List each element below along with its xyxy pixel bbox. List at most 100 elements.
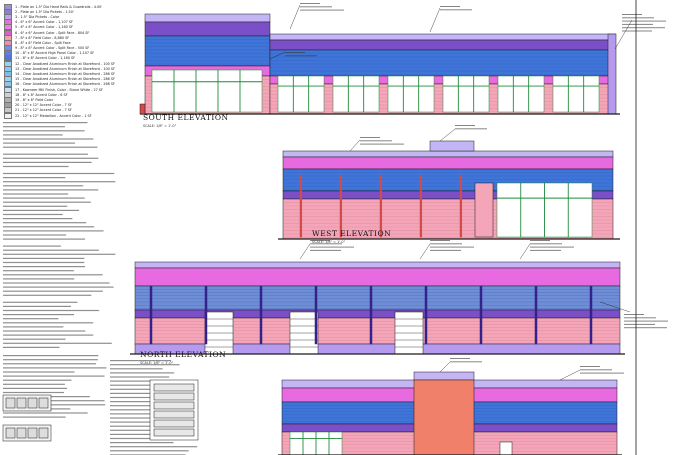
north-callout-text <box>624 327 667 329</box>
south-callout-text <box>440 6 460 7</box>
north-callout-text <box>310 249 341 251</box>
north-callout-text <box>530 243 562 245</box>
east-callout-leader <box>559 369 581 381</box>
legend-row: 22 - 12" x 12" Medallion - Accent Color … <box>4 112 124 119</box>
south-tenant-storefront <box>497 75 545 113</box>
west-magenta-band <box>282 156 614 170</box>
east-callout-text <box>580 369 612 371</box>
north-callout-text <box>530 240 550 241</box>
north-callout-text <box>310 240 330 241</box>
north-callout-leader <box>599 301 631 313</box>
west-callout-text <box>360 140 392 142</box>
cmu-block <box>153 410 195 419</box>
south-callout-text <box>622 23 653 25</box>
north-elevation-scale: SCALE: 1/8" = 1'-0" <box>140 361 174 365</box>
legend-label: 19 - 8" x 8" Field Color <box>15 97 54 102</box>
south-callout-leader <box>269 51 286 60</box>
tower-blue-field <box>144 35 271 67</box>
east-callout-text <box>580 366 600 367</box>
north-callout-text <box>624 320 668 322</box>
legend-label: 13 - Clear Anodized Aluminum Finish at S… <box>15 66 115 71</box>
legend-label: 8 - 8" x 8" Field Color - Split Face <box>15 40 71 45</box>
north-pilaster <box>369 285 373 345</box>
legend-label: 18 - 8" x 8" Accent Color - 6 SF <box>15 92 68 97</box>
north-pilaster <box>589 285 593 345</box>
south-tenant-storefront <box>277 75 325 113</box>
legend-swatch <box>4 112 12 119</box>
cmu-cell <box>27 427 38 439</box>
north-callout-leader <box>519 243 531 260</box>
legend-label: 16 - Clear Anodized Aluminum Finish at S… <box>15 82 115 87</box>
east-callout-text <box>450 361 482 363</box>
cmu-cell <box>5 427 16 439</box>
north-pilaster <box>424 285 428 345</box>
legend-label: 7 - 8" x 8" Field Color - 8,880 SF <box>15 35 70 40</box>
north-callout-text <box>530 249 561 251</box>
south-callout-text <box>622 17 654 19</box>
south-end-pier <box>607 33 617 115</box>
west-callout-text <box>455 128 487 130</box>
cmu-cell <box>27 397 38 409</box>
south-callout-leader <box>429 7 441 33</box>
east-callout-text <box>450 358 470 359</box>
legend-label: 11 - 8" x 8" Accent Color - 1,160 SF <box>15 56 76 61</box>
cmu-block <box>153 401 195 410</box>
legend-label: 6 - 6" x 6" Accent Color - Split Face - … <box>15 30 90 35</box>
cmu-cell <box>38 427 49 439</box>
west-downspout <box>299 174 303 238</box>
south-callout-text <box>622 20 666 22</box>
legend-label: 12 - Clear Anodized Aluminum Finish at S… <box>15 61 115 66</box>
east-door <box>499 441 513 455</box>
north-pilaster <box>259 285 263 345</box>
south-callout-text <box>285 55 317 57</box>
legend-label: 17 - Kawneer Mill Finish, Color - Stone … <box>15 87 103 92</box>
cmu-block <box>153 383 195 392</box>
legend-label: 15 - Clear Anodized Aluminum Finish at S… <box>15 77 115 82</box>
north-pilaster <box>204 285 208 345</box>
west-callout-text <box>455 125 475 126</box>
legend-label: 5 - 6" x 6" Accent Color - 1,160 SF <box>15 25 73 30</box>
south-parapet-cap <box>269 33 616 41</box>
west-downspout <box>459 174 463 238</box>
cmu-cell <box>16 397 27 409</box>
tower-cap <box>144 13 271 23</box>
north-callout-text <box>430 249 461 251</box>
cmu-cell <box>16 427 27 439</box>
south-callout-text <box>440 9 472 11</box>
north-callout-text <box>430 243 462 245</box>
east-tower-cap <box>413 371 475 381</box>
north-callout-text <box>530 246 574 248</box>
south-tenant-storefront <box>552 75 600 113</box>
south-callout-text <box>300 9 344 11</box>
north-callout-leader <box>299 243 311 260</box>
south-purple-band <box>269 39 616 51</box>
east-callout-text <box>580 372 624 374</box>
west-parapet-cap <box>282 150 614 158</box>
south-callout-text <box>285 52 305 53</box>
north-callout-text <box>430 240 450 241</box>
west-elevation-title: WEST ELEVATION <box>312 229 392 238</box>
west-tower-cap <box>429 140 475 152</box>
legend-label: 22 - 12" x 12" Medallion - Accent Color … <box>15 113 92 118</box>
north-pilaster <box>314 285 318 345</box>
west-downspout <box>379 174 383 238</box>
material-legend: 1 - Plate on 1.5" Dia Hand Rails & Guard… <box>4 3 124 119</box>
east-callout-leader <box>439 361 451 373</box>
west-callout-leader <box>439 128 456 142</box>
west-callout-text <box>360 137 380 138</box>
south-callout-text <box>622 30 652 32</box>
east-tower-body <box>413 379 475 455</box>
west-callout-leader <box>349 139 361 152</box>
cmu-cell <box>5 397 16 409</box>
cmu-block <box>153 419 195 428</box>
north-callout-text <box>430 246 474 248</box>
north-pilaster <box>149 285 153 345</box>
south-elevation-title: SOUTH ELEVATION <box>143 113 229 122</box>
south-tenant-storefront <box>332 75 380 113</box>
north-callout-text <box>310 243 342 245</box>
legend-label: 14 - Clear Anodized Aluminum Finish at S… <box>15 72 115 77</box>
tower-purple-band <box>144 21 271 37</box>
north-callout-text <box>624 323 655 325</box>
